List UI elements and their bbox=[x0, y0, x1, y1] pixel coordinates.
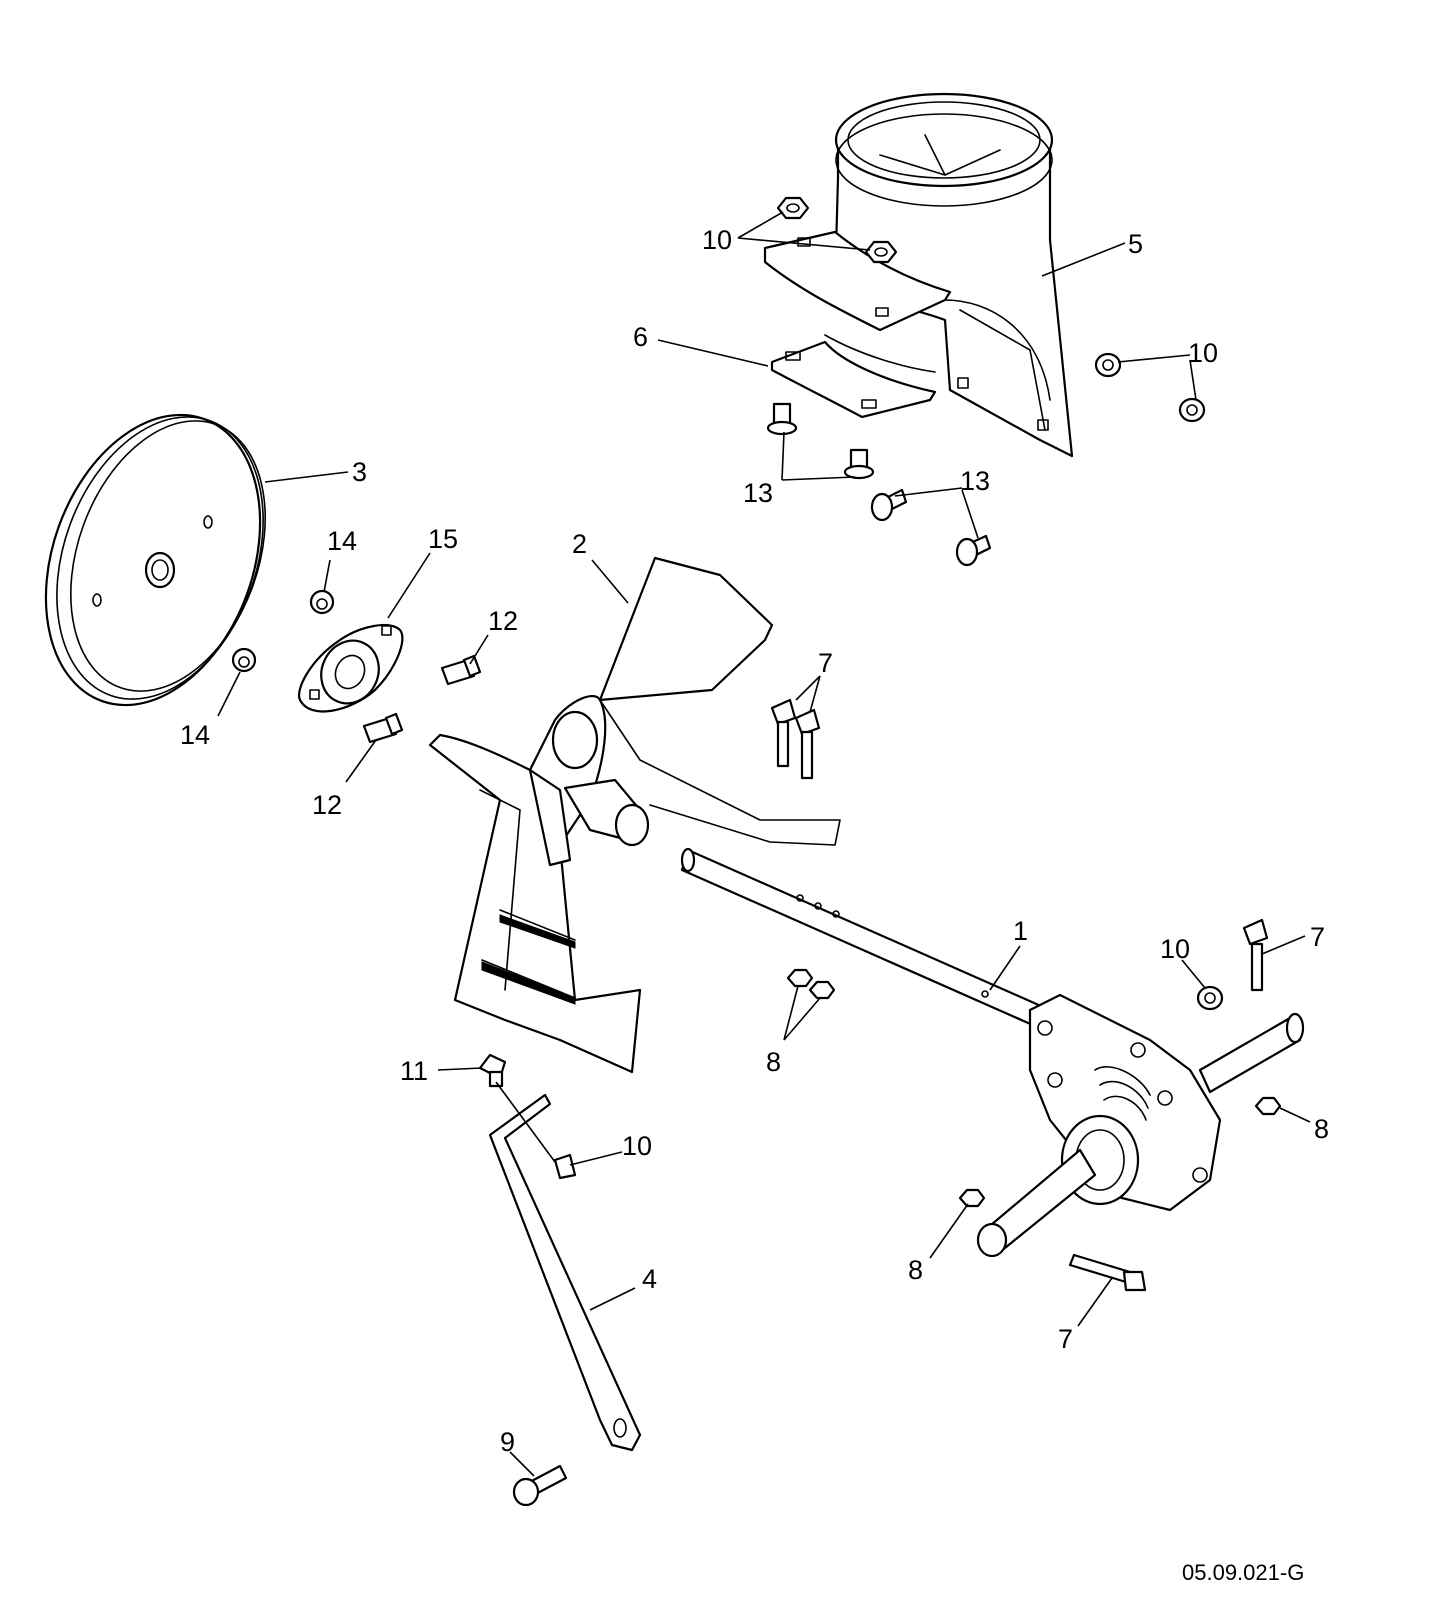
bearing-flange-part bbox=[297, 623, 404, 713]
flange-bolt-7-c bbox=[1242, 918, 1269, 992]
pulley-part bbox=[44, 413, 266, 707]
hex-nut-8-c bbox=[1254, 1096, 1282, 1116]
carriage-bolt-11 bbox=[478, 1053, 507, 1088]
callout-7-a: 7 bbox=[818, 648, 833, 678]
flange-nut-10-e bbox=[1196, 985, 1224, 1011]
callout-4: 4 bbox=[642, 1264, 657, 1294]
callout-14-a: 14 bbox=[327, 526, 357, 556]
hex-bolt-12-b bbox=[362, 712, 404, 744]
discharge-chute-part bbox=[833, 92, 1074, 458]
callout-11: 11 bbox=[400, 1056, 428, 1086]
callout-13-b: 13 bbox=[960, 466, 990, 496]
auger-shaft-part bbox=[680, 847, 1052, 1032]
callout-10-d: 10 bbox=[622, 1131, 652, 1161]
callout-15: 15 bbox=[428, 524, 458, 554]
flange-bolt-7-d bbox=[1068, 1253, 1147, 1292]
flange-nut-10-c bbox=[1094, 352, 1122, 378]
clevis-pin-9 bbox=[512, 1464, 568, 1507]
flange-nut-10-d bbox=[1178, 397, 1206, 423]
chute-deflector-plate-part bbox=[770, 334, 937, 419]
callout-2: 2 bbox=[572, 529, 587, 559]
figure-code: 05.09.021-G bbox=[1182, 1560, 1304, 1585]
hex-nut-8-a bbox=[786, 968, 814, 988]
spout-housing-part bbox=[428, 556, 841, 1074]
callout-9: 9 bbox=[500, 1427, 515, 1457]
callout-6: 6 bbox=[633, 322, 648, 352]
callout-labels: 1 2 3 4 5 6 7 7 7 8 8 8 9 10 10 10 10 11… bbox=[180, 225, 1329, 1585]
flange-nut-10-a bbox=[776, 196, 810, 220]
callout-3: 3 bbox=[352, 457, 367, 487]
hex-nut-8-b bbox=[808, 980, 836, 1000]
callout-10-a: 10 bbox=[702, 225, 732, 255]
hex-bolt-12-a bbox=[440, 654, 482, 686]
control-rod-part bbox=[488, 1093, 642, 1452]
carriage-bolt-13-d bbox=[955, 534, 992, 567]
callout-8-c: 8 bbox=[908, 1255, 923, 1285]
carriage-bolt-13-b bbox=[843, 448, 875, 480]
callout-10-b: 10 bbox=[1188, 338, 1218, 368]
flange-nut-14-a bbox=[309, 589, 335, 615]
callout-5: 5 bbox=[1128, 229, 1143, 259]
flange-nut-10-b bbox=[864, 240, 898, 264]
leader-lines bbox=[217, 211, 1311, 1477]
callout-12-a: 12 bbox=[488, 606, 518, 636]
callout-13-a: 13 bbox=[743, 478, 773, 508]
callout-8-a: 8 bbox=[766, 1047, 781, 1077]
flange-nut-10-f bbox=[553, 1153, 577, 1180]
callout-8-b: 8 bbox=[1314, 1114, 1329, 1144]
callout-7-c: 7 bbox=[1058, 1324, 1073, 1354]
callout-10-c: 10 bbox=[1160, 934, 1190, 964]
flange-nut-14-b bbox=[231, 647, 257, 673]
flange-bolt-7-b bbox=[794, 708, 821, 780]
callout-12-b: 12 bbox=[312, 790, 342, 820]
gearbox-part bbox=[976, 993, 1305, 1258]
callout-7-b: 7 bbox=[1310, 922, 1325, 952]
chute-bracket-plate bbox=[763, 230, 952, 332]
flange-bolt-7-a bbox=[770, 698, 797, 768]
callout-1: 1 bbox=[1013, 916, 1028, 946]
callout-14-b: 14 bbox=[180, 720, 210, 750]
hex-nut-8-d bbox=[958, 1188, 986, 1208]
carriage-bolt-13-a bbox=[766, 402, 798, 436]
